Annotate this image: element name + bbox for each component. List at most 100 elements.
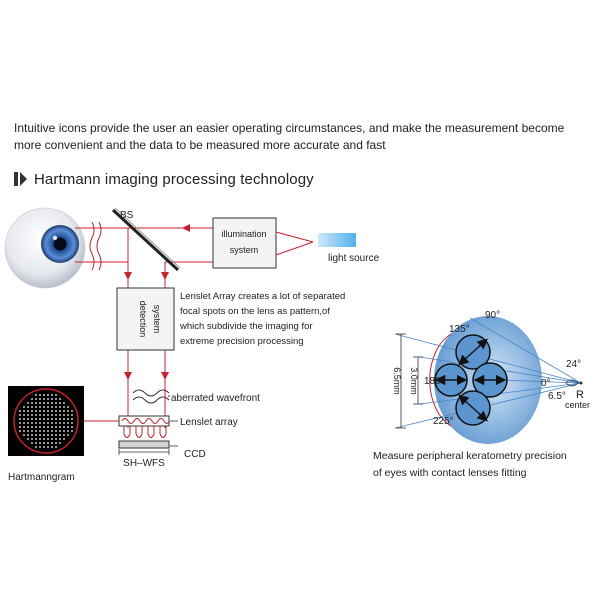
hartmann-spot bbox=[51, 426, 53, 428]
section-heading: Hartmann imaging processing technology bbox=[14, 169, 314, 189]
ccd-sensor bbox=[118, 440, 170, 449]
hartmann-spot bbox=[19, 422, 21, 424]
detection-label-1: detection bbox=[138, 301, 148, 338]
illumination-system-box: illumination system bbox=[212, 217, 277, 269]
hartmann-spot bbox=[55, 414, 57, 416]
hartmann-spot bbox=[59, 410, 61, 412]
hartmann-spot bbox=[51, 394, 53, 396]
hartmann-spot bbox=[31, 434, 33, 436]
hartmann-spot bbox=[43, 426, 45, 428]
hartmann-spot bbox=[67, 414, 69, 416]
hartmann-spot bbox=[35, 422, 37, 424]
hartmann-dot-grid bbox=[19, 394, 73, 448]
hartmann-spot bbox=[59, 426, 61, 428]
hartmann-spot bbox=[59, 398, 61, 400]
wave-symbols bbox=[89, 221, 102, 271]
hartmann-spot bbox=[47, 426, 49, 428]
hartmann-spot bbox=[23, 426, 25, 428]
hartmann-spot bbox=[71, 418, 73, 420]
hartmann-spot bbox=[39, 414, 41, 416]
hartmann-spot bbox=[43, 442, 45, 444]
hartmann-spot bbox=[23, 430, 25, 432]
hartmann-spot bbox=[31, 402, 33, 404]
hartmann-spot bbox=[59, 438, 61, 440]
hartmann-spot bbox=[55, 394, 57, 396]
hartmann-spot bbox=[51, 418, 53, 420]
hartmann-spot bbox=[55, 402, 57, 404]
hartmann-spot bbox=[55, 446, 57, 448]
hartmann-spot bbox=[67, 426, 69, 428]
hartmann-spot bbox=[59, 418, 61, 420]
angle-0-label: 0° bbox=[541, 378, 551, 389]
hartmann-spot bbox=[59, 402, 61, 404]
ccd-label: CCD bbox=[184, 449, 206, 460]
arrow-down-icon bbox=[161, 372, 169, 380]
hartmann-spot bbox=[47, 442, 49, 444]
hartmann-spot bbox=[51, 414, 53, 416]
hartmann-spot bbox=[31, 426, 33, 428]
hartmann-spot bbox=[63, 426, 65, 428]
hartmann-spot bbox=[35, 402, 37, 404]
hartmann-spot bbox=[27, 410, 29, 412]
hartmann-spot bbox=[27, 430, 29, 432]
hartmann-spot bbox=[43, 402, 45, 404]
hartmann-spot bbox=[55, 430, 57, 432]
lenslet-array-label: Lenslet array bbox=[180, 417, 238, 428]
hartmanngram-image bbox=[8, 386, 119, 456]
hartmann-spot bbox=[47, 438, 49, 440]
hartmann-spot bbox=[31, 398, 33, 400]
hartmann-spot bbox=[59, 422, 61, 424]
lenslet-desc-line-4: extreme precision processing bbox=[180, 336, 304, 347]
hartmann-spot bbox=[67, 410, 69, 412]
hartmann-spot bbox=[39, 446, 41, 448]
hartmanngram-label: Hartmanngram bbox=[8, 472, 75, 483]
light-source-label: light source bbox=[328, 253, 380, 264]
hartmann-spot bbox=[31, 442, 33, 444]
hartmann-spot bbox=[43, 438, 45, 440]
detection-label-2: system bbox=[152, 305, 162, 334]
aberrated-wavefront bbox=[132, 389, 170, 404]
hartmann-spot bbox=[47, 418, 49, 420]
heading-bar-icon bbox=[14, 172, 18, 186]
pupil bbox=[53, 237, 67, 251]
keratometry-diagram: 6.5mm 3.0mm 90° 135° 180° 225° 24° 0° 6.… bbox=[392, 310, 590, 444]
hartmann-spot bbox=[67, 434, 69, 436]
hartmann-spot bbox=[47, 422, 49, 424]
hartmann-spot bbox=[19, 426, 21, 428]
hartmann-spot bbox=[39, 422, 41, 424]
hartmann-spot bbox=[47, 430, 49, 432]
hartmann-spot bbox=[39, 418, 41, 420]
angle-180-label: 180° bbox=[424, 376, 445, 387]
lenslet-description: Lenslet Array creates a lot of separated… bbox=[179, 291, 345, 347]
hartmann-spot bbox=[71, 426, 73, 428]
hartmann-spot bbox=[39, 438, 41, 440]
hartmann-spot bbox=[55, 410, 57, 412]
hartmann-spot bbox=[43, 418, 45, 420]
hartmann-spot bbox=[39, 402, 41, 404]
angle-90-label: 90° bbox=[485, 310, 500, 321]
hartmann-spot bbox=[47, 446, 49, 448]
hartmann-spot bbox=[27, 406, 29, 408]
arrow-down-icon bbox=[161, 272, 169, 280]
hartmann-spot bbox=[47, 406, 49, 408]
hartmann-spot bbox=[43, 434, 45, 436]
ray-arrows bbox=[124, 224, 190, 380]
hartmann-spot bbox=[51, 438, 53, 440]
hartmann-spot bbox=[35, 434, 37, 436]
hartmann-spot bbox=[51, 422, 53, 424]
hartmann-spot bbox=[31, 438, 33, 440]
hartmann-spot bbox=[63, 434, 65, 436]
hartmann-spot bbox=[39, 434, 41, 436]
hartmann-spot bbox=[63, 414, 65, 416]
hartmann-spot bbox=[71, 410, 73, 412]
bs-label: BS bbox=[120, 210, 134, 221]
lenslet-desc-line-2: focal spots on the lens as pattern,of bbox=[180, 306, 330, 317]
lenslet-desc-line-3: which subdivide the imaging for bbox=[179, 321, 313, 332]
detection-system-box: detection system bbox=[116, 287, 175, 351]
hartmann-spot bbox=[35, 438, 37, 440]
hartmann-spot bbox=[35, 410, 37, 412]
hartmann-spot bbox=[71, 430, 73, 432]
hartmann-spot bbox=[39, 442, 41, 444]
illumination-label-2: system bbox=[230, 245, 259, 255]
angle-225-label: 225° bbox=[433, 416, 454, 427]
